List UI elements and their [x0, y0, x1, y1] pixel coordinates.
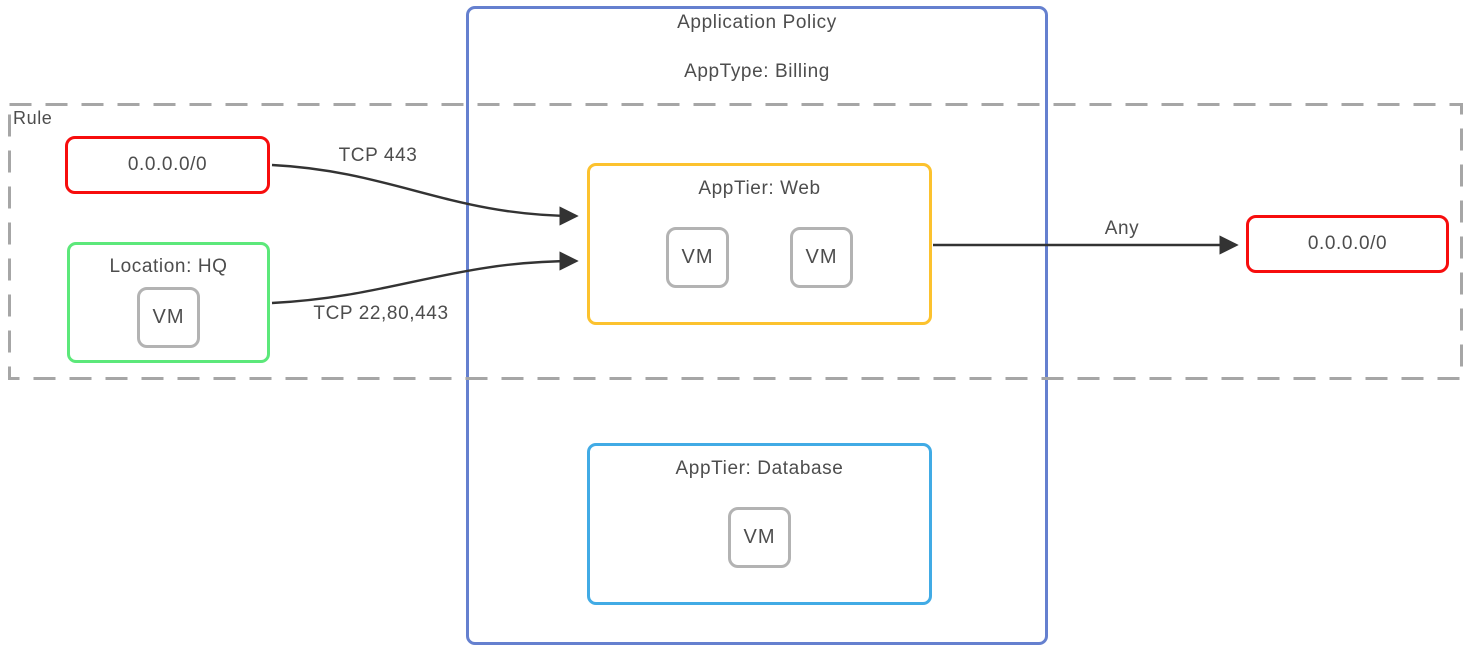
application-policy-apptype: AppType: Billing	[684, 61, 830, 82]
apptier-database-node: AppTier: Database VM	[587, 443, 932, 605]
apptier-web-label: AppTier: Web	[698, 178, 821, 199]
edge-label-any: Any	[1104, 218, 1140, 239]
rule-label: Rule	[13, 108, 53, 128]
vm-box: VM	[666, 227, 729, 288]
apptier-database-vm-row: VM	[590, 507, 929, 568]
location-hq-label: Location: HQ	[109, 256, 228, 277]
edge-label-tcp-22-80-443: TCP 22,80,443	[313, 303, 449, 324]
location-hq-vm-row: VM	[70, 287, 267, 348]
application-policy-title: Application Policy	[677, 12, 837, 33]
source-any-node: 0.0.0.0/0	[65, 136, 270, 194]
apptier-database-label: AppTier: Database	[675, 458, 844, 479]
apptier-web-node: AppTier: Web VM VM	[587, 163, 932, 325]
destination-any-node: 0.0.0.0/0	[1246, 215, 1449, 273]
vm-box: VM	[790, 227, 853, 288]
edge-label-tcp-443: TCP 443	[338, 145, 418, 166]
location-hq-node: Location: HQ VM	[67, 242, 270, 363]
vm-box: VM	[137, 287, 200, 348]
vm-box: VM	[728, 507, 791, 568]
apptier-web-vm-row: VM VM	[590, 227, 929, 288]
